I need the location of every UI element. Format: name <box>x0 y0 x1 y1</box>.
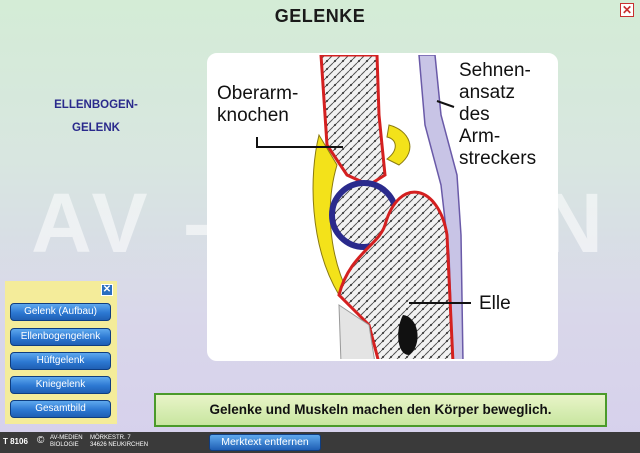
tendon-shape <box>418 55 464 359</box>
company-name: AV-MEDIEN BIOLOGIE <box>50 435 83 449</box>
label-humerus-line1: Oberarm- <box>217 83 299 104</box>
address-line1: MÖRKESTR. 7 <box>90 435 131 441</box>
elbow-joint-diagram: Oberarm- knochen Sehnen- ansatz des Arm-… <box>207 53 558 361</box>
address-line2: 34626 NEUKIRCHEN <box>90 442 149 448</box>
label-humerus-line2: knochen <box>217 105 289 126</box>
topic-title: ELLENBOGEN- GELENK <box>26 94 166 140</box>
nav-button-hip-joint[interactable]: Hüftgelenk <box>10 352 111 370</box>
radius-shape <box>338 304 375 359</box>
panel-close-icon[interactable]: ✕ <box>101 284 113 296</box>
page-title: GELENKE <box>274 6 366 26</box>
humerus-leader-line <box>256 137 343 148</box>
topic-title-line2: GELENK <box>72 122 120 134</box>
label-tendon-line5: streckers <box>459 148 537 169</box>
company-line1: AV-MEDIEN <box>50 435 83 441</box>
label-tendon-line4: Arm- <box>459 126 501 147</box>
nav-button-overview[interactable]: Gesamtbild <box>10 400 111 418</box>
label-tendon-line1: Sehnen- <box>459 60 531 81</box>
nav-button-elbow-joint[interactable]: Ellenbogengelenk <box>10 328 111 346</box>
topic-title-line1: ELLENBOGEN- <box>54 99 138 111</box>
nav-button-knee-joint[interactable]: Kniegelenk <box>10 376 111 394</box>
label-tendon-line3: des <box>459 104 490 125</box>
company-line2: BIOLOGIE <box>50 442 79 448</box>
product-code: T 8106 <box>3 437 28 446</box>
close-icon[interactable]: ✕ <box>620 3 634 17</box>
info-caption: Gelenke und Muskeln machen den Körper be… <box>154 393 607 427</box>
marrow-shape <box>398 315 418 355</box>
label-ulna: Elle <box>479 293 511 314</box>
nav-panel: ✕ Gelenk (Aufbau) Ellenbogengelenk Hüftg… <box>5 281 117 424</box>
tendon-leader-line <box>436 100 455 108</box>
nav-button-joint-structure[interactable]: Gelenk (Aufbau) <box>10 303 111 321</box>
humerus-shape <box>319 55 387 187</box>
cartilage-upper-shape <box>386 124 411 166</box>
label-tendon-line2: ansatz <box>459 82 515 103</box>
elbow-joint-illustration <box>256 55 471 359</box>
remove-note-button[interactable]: Merktext entfernen <box>209 434 321 451</box>
copyright-symbol: © <box>37 435 45 446</box>
ulna-shape <box>337 190 455 359</box>
company-address: MÖRKESTR. 7 34626 NEUKIRCHEN <box>90 435 148 449</box>
